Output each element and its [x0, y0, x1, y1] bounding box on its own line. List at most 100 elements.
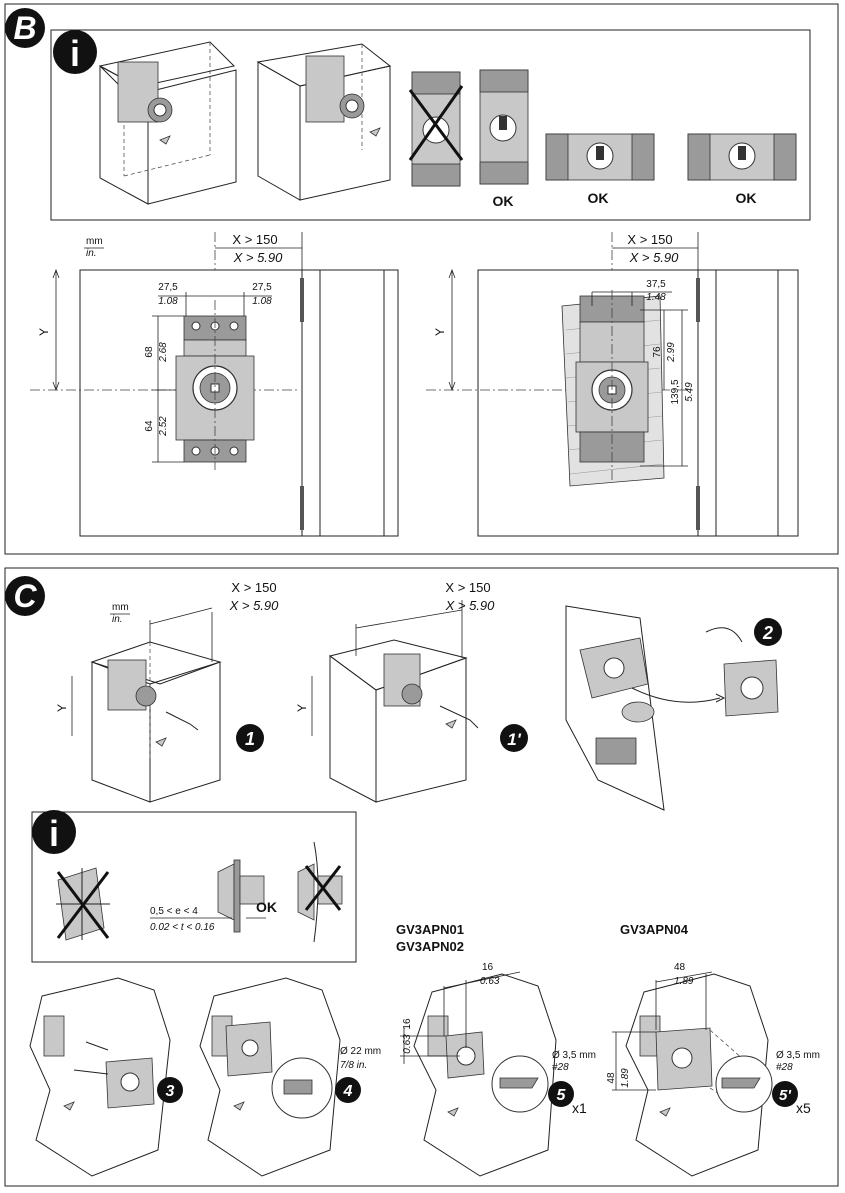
svg-text:i: i — [49, 813, 59, 854]
svg-text:0.63: 0.63 — [402, 1034, 413, 1054]
svg-text:5': 5' — [779, 1087, 791, 1104]
step-4-badge: 4 — [335, 1077, 361, 1103]
svg-text:7/8 in.: 7/8 in. — [340, 1060, 367, 1071]
svg-text:C: C — [13, 578, 37, 614]
svg-text:X > 150: X > 150 — [231, 580, 276, 595]
info-thickness-ok: 0,5 < e < 4 0.02 < t < 0.16 OK — [150, 859, 277, 933]
model-label: GV3APN04 — [620, 922, 689, 937]
svg-text:Ø 22 mm: Ø 22 mm — [340, 1046, 381, 1057]
info-panel-c — [31, 811, 357, 963]
svg-text:48: 48 — [674, 962, 686, 973]
svg-text:B: B — [13, 10, 36, 46]
breaker-ok-horizontal-1: OK — [545, 133, 655, 206]
step-5-prime-panel: 48 1.89 48 1.89 Ø 3,5 mm #28 x5 — [606, 962, 820, 1177]
svg-text:1.08: 1.08 — [158, 296, 178, 307]
svg-text:5: 5 — [557, 1087, 567, 1104]
svg-text:X > 5.90: X > 5.90 — [233, 250, 284, 265]
svg-text:in.: in. — [86, 248, 97, 259]
svg-text:64: 64 — [144, 420, 155, 432]
svg-text:Ø 3,5 mm: Ø 3,5 mm — [776, 1050, 820, 1061]
svg-text:16: 16 — [402, 1018, 413, 1030]
step-5-badge: 5 — [548, 1081, 574, 1107]
svg-text:Y: Y — [433, 328, 447, 336]
svg-text:X > 5.90: X > 5.90 — [229, 598, 280, 613]
section-c-frame — [4, 567, 839, 1187]
step-1-enclosure: X > 150 X > 5.90 Y — [55, 580, 280, 803]
svg-text:X > 150: X > 150 — [232, 232, 277, 247]
svg-text:48: 48 — [606, 1072, 617, 1084]
svg-text:2.52: 2.52 — [158, 416, 169, 437]
svg-text:0.63: 0.63 — [480, 976, 500, 987]
svg-text:in.: in. — [112, 614, 123, 625]
step-1-prime-enclosure: X > 150 X > 5.90 Y — [295, 580, 496, 803]
svg-text:#28: #28 — [776, 1062, 793, 1073]
step-3-panel — [29, 977, 171, 1177]
breaker-incorrect — [408, 71, 464, 187]
section-b-badge: B — [5, 8, 45, 48]
step-2-template — [565, 605, 779, 811]
breaker-ok-horizontal-2: OK — [687, 133, 797, 206]
model-label: GV3APN01 — [396, 922, 464, 937]
enclosure-sketch-2 — [256, 43, 392, 201]
breaker-ok-vertical: OK — [479, 69, 529, 209]
svg-text:37,5: 37,5 — [646, 279, 666, 290]
svg-text:1.08: 1.08 — [252, 296, 272, 307]
svg-text:X > 5.90: X > 5.90 — [445, 598, 496, 613]
svg-text:2.99: 2.99 — [666, 342, 677, 363]
ok-label: OK — [588, 190, 609, 206]
svg-text:X > 5.90: X > 5.90 — [629, 250, 680, 265]
section-c: C mm in. X > 150 X > 5.90 Y — [4, 567, 839, 1187]
svg-text:i: i — [70, 33, 80, 74]
units-legend-b: mm in. — [84, 236, 104, 259]
svg-text:Y: Y — [37, 328, 51, 336]
section-c-badge: C — [5, 576, 45, 616]
svg-text:Ø 3,5 mm: Ø 3,5 mm — [552, 1050, 596, 1061]
section-b: B i — [4, 3, 839, 555]
step-5-prime-badge: 5' — [772, 1081, 798, 1107]
svg-text:2.68: 2.68 — [158, 342, 169, 363]
step-3-badge: 3 — [157, 1077, 183, 1103]
svg-text:1: 1 — [245, 729, 255, 749]
mounting-drawing-left: X > 150 X > 5.90 Y — [30, 232, 399, 537]
enclosure-sketch-1 — [98, 41, 237, 205]
svg-text:16: 16 — [482, 962, 494, 973]
step-4-panel: Ø 22 mm 7/8 in. — [199, 977, 381, 1177]
svg-text:X > 150: X > 150 — [627, 232, 672, 247]
svg-text:#28: #28 — [552, 1062, 569, 1073]
svg-text:139,5: 139,5 — [670, 379, 681, 404]
ok-label: OK — [736, 190, 757, 206]
svg-text:Y: Y — [295, 704, 309, 712]
svg-text:X > 150: X > 150 — [445, 580, 490, 595]
svg-text:27,5: 27,5 — [158, 282, 178, 293]
svg-text:1.48: 1.48 — [646, 292, 666, 303]
svg-text:mm: mm — [86, 236, 103, 247]
svg-text:0,5 < e < 4: 0,5 < e < 4 — [150, 906, 198, 917]
svg-text:68: 68 — [144, 346, 155, 358]
info-icon-c: i — [32, 810, 76, 854]
info-thickness-incorrect — [297, 841, 343, 943]
svg-text:4: 4 — [343, 1083, 353, 1100]
svg-text:2: 2 — [762, 623, 773, 643]
model-label: GV3APN02 — [396, 939, 464, 954]
section-b-frame — [4, 3, 839, 555]
svg-text:27,5: 27,5 — [252, 282, 272, 293]
step-5-panel: 16 0.63 16 0.63 Ø 3,5 mm #28 x1 — [400, 962, 596, 1177]
info-incorrect-label — [56, 867, 110, 941]
svg-text:1': 1' — [507, 730, 521, 749]
quantity-label: x1 — [572, 1100, 587, 1116]
step-1-badge: 1 — [236, 724, 264, 752]
svg-text:3: 3 — [166, 1083, 175, 1100]
svg-text:5.49: 5.49 — [684, 382, 695, 402]
quantity-label: x5 — [796, 1100, 811, 1116]
svg-text:Y: Y — [55, 704, 69, 712]
svg-text:76: 76 — [652, 346, 663, 358]
units-legend-c: mm in. — [110, 602, 130, 625]
svg-text:mm: mm — [112, 602, 129, 613]
svg-text:1.89: 1.89 — [674, 976, 694, 987]
svg-text:1.89: 1.89 — [620, 1068, 631, 1088]
ok-label: OK — [493, 193, 514, 209]
step-1-prime-badge: 1' — [500, 724, 528, 752]
step-2-badge: 2 — [754, 618, 782, 646]
info-panel-b — [50, 29, 811, 221]
